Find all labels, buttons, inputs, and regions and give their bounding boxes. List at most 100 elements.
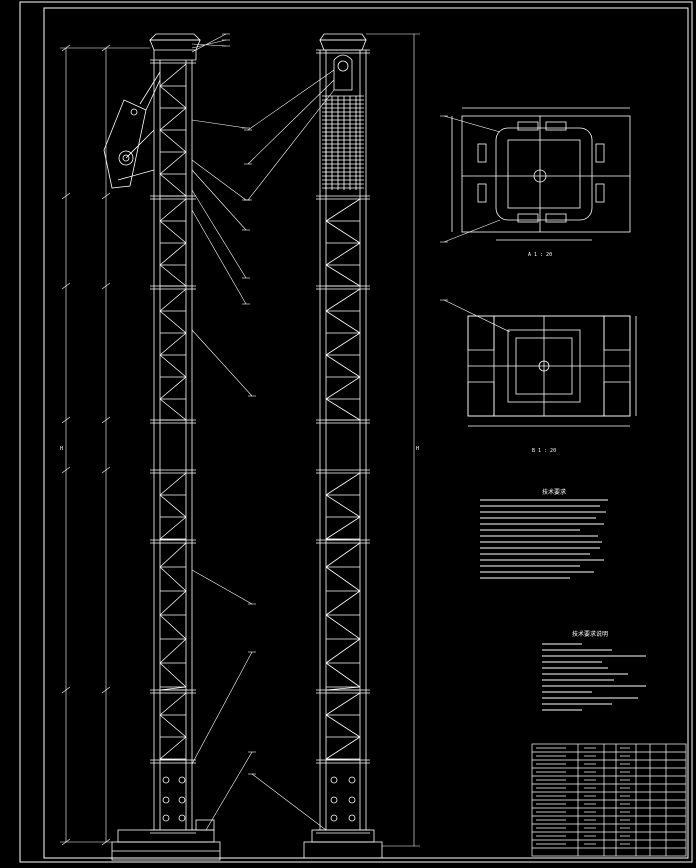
lattice-brace [325, 614, 361, 640]
lattice-brace [159, 264, 187, 287]
lattice-brace [159, 220, 187, 244]
leader-line [191, 209, 247, 305]
right-dimensions [366, 33, 420, 847]
leader-line [191, 169, 247, 231]
lattice-brace [159, 590, 187, 616]
dimension-tick [61, 466, 71, 474]
lattice-brace [325, 264, 361, 287]
lattice-brace [159, 85, 187, 109]
tech-req-2-notes [542, 643, 646, 711]
lattice-brace [325, 494, 361, 518]
leader-line [191, 329, 253, 397]
dimension-tick [101, 466, 111, 474]
lattice-brace [159, 714, 187, 738]
leader-line [247, 89, 335, 201]
lattice-brace [325, 376, 361, 400]
leader-line [443, 219, 501, 243]
bolt-circle [348, 776, 356, 784]
lattice-brace [159, 692, 187, 716]
dimension-tick [61, 416, 71, 424]
leader-line [191, 43, 227, 47]
bolt-circle [330, 796, 338, 804]
leader-line [191, 651, 253, 765]
lattice-brace [159, 63, 187, 87]
dimension-tick [101, 686, 111, 694]
lattice-brace [325, 638, 361, 664]
lattice-brace [325, 198, 361, 222]
lattice-brace [325, 692, 361, 716]
lattice-brace [159, 288, 187, 312]
lattice-brace [159, 472, 187, 496]
lattice-brace [325, 332, 361, 356]
left-elevation [103, 33, 221, 861]
lattice-brace [325, 590, 361, 616]
lattice-brace [159, 614, 187, 640]
right-total-height: H [416, 446, 419, 452]
lattice-brace [325, 472, 361, 496]
leader-line [191, 189, 247, 279]
left-dimensions [60, 44, 150, 846]
lattice-brace [325, 310, 361, 334]
lattice-brace [159, 566, 187, 592]
lattice-brace [159, 107, 187, 131]
section-view-a [451, 107, 631, 241]
leader-line [191, 119, 247, 129]
lattice-brace [159, 151, 187, 175]
lattice-brace [325, 566, 361, 592]
bolt-circle [330, 814, 338, 822]
bolt-circle [348, 814, 356, 822]
dimension-tick [61, 44, 71, 52]
leader-line [191, 569, 253, 605]
bolt-circle [162, 814, 170, 822]
tech-req-2-title: 技术要求说明 [572, 630, 608, 638]
leader-line [205, 751, 253, 831]
lattice-brace [159, 638, 187, 664]
lattice-brace [325, 242, 361, 266]
bolt-circle [178, 814, 186, 822]
bolt-circle [330, 776, 338, 784]
tech-req-title: 技术要求 [542, 488, 566, 496]
dimension-tick [61, 192, 71, 200]
lattice-brace [159, 398, 187, 421]
lattice-brace [159, 354, 187, 378]
lattice-brace [325, 288, 361, 312]
view-a-caption: A 1 : 20 [528, 252, 552, 258]
lattice-brace [159, 516, 187, 540]
lattice-brace [159, 686, 187, 691]
lattice-brace [325, 736, 361, 760]
dimension-tick [101, 838, 111, 846]
left-total-height: H [60, 446, 63, 452]
lattice-brace [325, 516, 361, 540]
lattice-brace [325, 398, 361, 421]
leader-line [191, 159, 247, 201]
leader-line [191, 33, 227, 53]
lattice-brace [159, 662, 187, 688]
dimension-tick [101, 192, 111, 200]
lattice-brace [159, 542, 187, 568]
lattice-brace [159, 173, 187, 197]
dimension-tick [61, 282, 71, 290]
lattice-brace [325, 662, 361, 688]
lattice-brace [159, 376, 187, 400]
lattice-brace [325, 354, 361, 378]
bolt-circle [178, 796, 186, 804]
lattice-brace [159, 494, 187, 518]
bolt-circle [348, 796, 356, 804]
lattice-brace [325, 542, 361, 568]
lattice-brace [159, 332, 187, 356]
bolt-circle [178, 776, 186, 784]
section-view-b [467, 315, 637, 427]
bolt-circle [162, 796, 170, 804]
dimension-tick [61, 686, 71, 694]
lattice-brace [159, 736, 187, 760]
dimension-tick [101, 416, 111, 424]
dimension-tick [101, 282, 111, 290]
lattice-brace [325, 686, 361, 691]
parts-list [531, 743, 687, 857]
dimension-tick [61, 838, 71, 846]
leader-line [191, 39, 227, 49]
dimension-tick [101, 44, 111, 52]
bolt-circle [162, 776, 170, 784]
